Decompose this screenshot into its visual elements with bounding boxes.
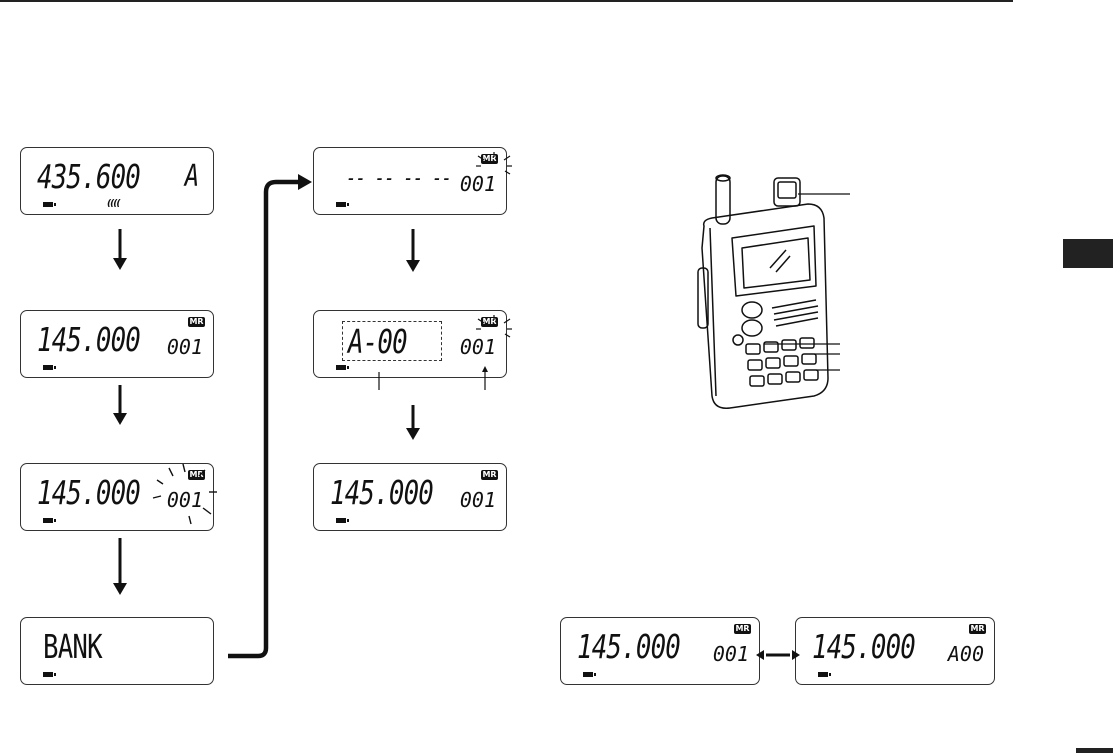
down-arrow-icon [406, 428, 420, 440]
down-arrow-icon [113, 583, 127, 595]
down-arrow-icon [406, 260, 420, 272]
down-arrow-icon [113, 258, 127, 270]
flow-connector [228, 182, 300, 656]
down-arrow-icon [113, 413, 127, 425]
radio-illustration-icon [690, 168, 860, 413]
